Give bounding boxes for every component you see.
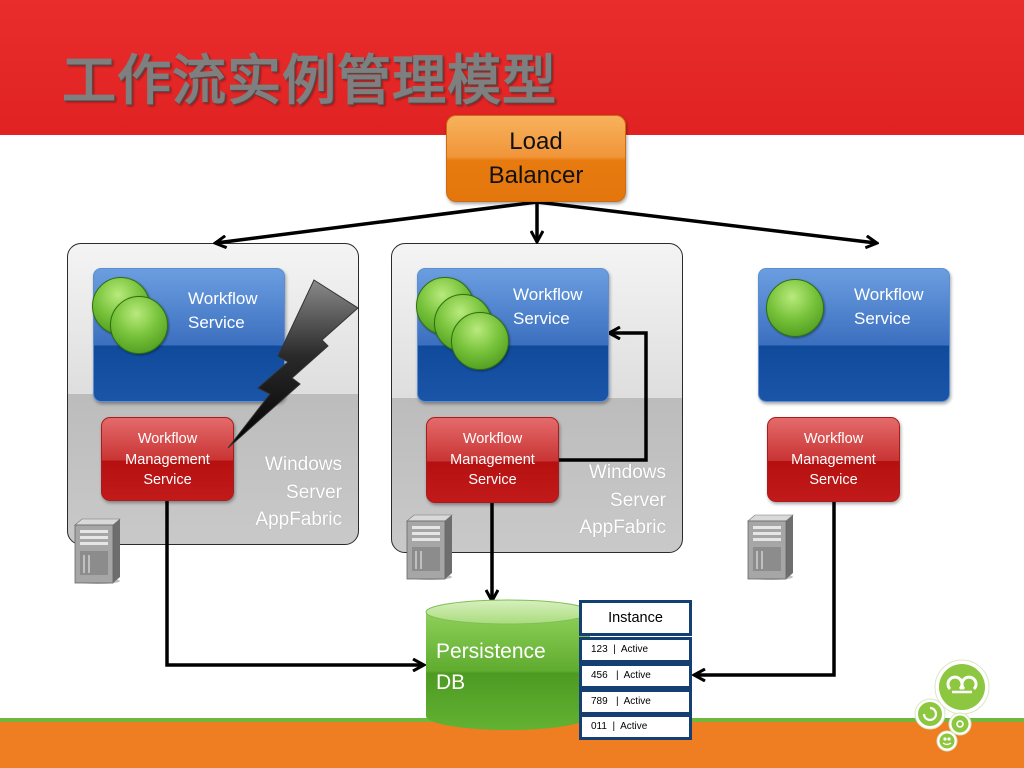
logo-icon bbox=[914, 659, 990, 752]
instance-table-row: 011 | Active bbox=[579, 714, 692, 740]
load-balancer-label-line2: Balancer bbox=[488, 162, 584, 189]
header-band bbox=[0, 0, 1024, 135]
wms1-to-db-arrow bbox=[165, 500, 423, 665]
instance-table-row: 123 | Active bbox=[579, 637, 692, 663]
server-tower-icon bbox=[747, 514, 794, 580]
slide-title: 工作流实例管理模型 bbox=[62, 49, 557, 112]
persistence-db-label: Persistence DB bbox=[436, 640, 546, 694]
server-tower-icon bbox=[406, 514, 453, 580]
workflow-management-service-1: Workflow Management Service bbox=[101, 417, 234, 501]
load-balancer-box: Load Balancer bbox=[446, 115, 626, 202]
wms3-to-table-arrow bbox=[695, 502, 836, 675]
instance-table-row: 456 | Active bbox=[579, 663, 692, 689]
workflow-instance-ball-icon bbox=[766, 279, 824, 337]
persistence-db-cylinder bbox=[425, 599, 591, 730]
workflow-management-service-3: Workflow Management Service bbox=[767, 417, 900, 502]
workflow-instance-ball-icon bbox=[451, 312, 509, 370]
workflow-management-service-2: Workflow Management Service bbox=[426, 417, 559, 503]
wms2-to-wfs2-arrow bbox=[558, 333, 648, 462]
workflow-service-3-label: Workflow Service bbox=[854, 285, 924, 328]
server-1-platform-label: Windows Server AppFabric bbox=[255, 454, 342, 530]
instance-table-row: 789 | Active bbox=[579, 689, 692, 715]
load-balancer-label-line1: Load bbox=[509, 128, 563, 155]
workflow-instance-ball-icon bbox=[110, 296, 168, 354]
server-2-platform-label: Windows Server AppFabric bbox=[579, 462, 666, 538]
lb-arrow-right bbox=[536, 200, 876, 243]
workflow-service-2-label: Workflow Service bbox=[513, 285, 583, 328]
workflow-service-1-label: Workflow Service bbox=[188, 289, 258, 332]
server-tower-icon bbox=[74, 518, 121, 584]
lightning-bolt-icon bbox=[227, 279, 359, 449]
lb-arrow-left bbox=[216, 200, 538, 243]
instance-table-header: Instance bbox=[579, 600, 692, 636]
